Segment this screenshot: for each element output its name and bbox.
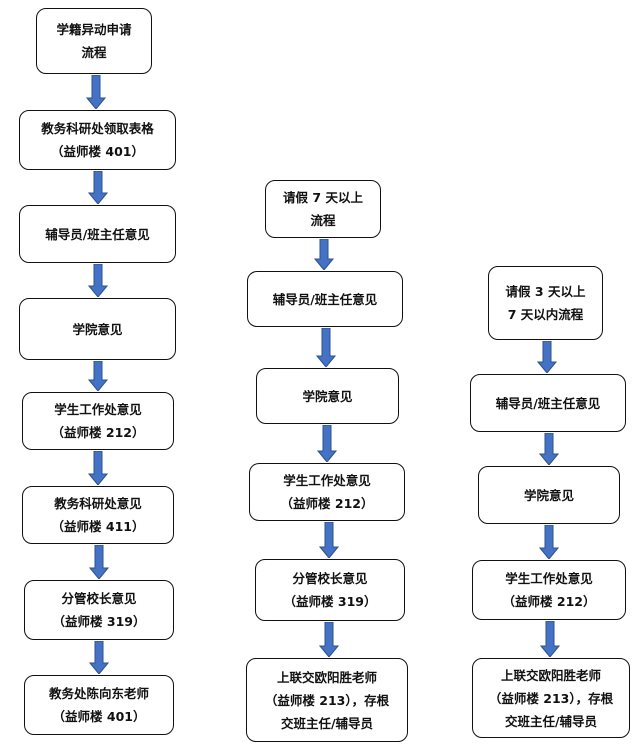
general-step-box: 辅导员/班主任意见 (19, 205, 176, 263)
step-label: 辅导员/班主任意见 (272, 291, 378, 307)
step-label: 教务处陈向东老师 (48, 686, 149, 701)
leave-over-7-days-step-box: 学生工作处意见 （益师楼 212） (249, 463, 405, 521)
step-label: 辅导员/班主任意见 (45, 226, 150, 242)
down-arrow-icon (316, 328, 336, 367)
down-arrow-icon (319, 522, 339, 558)
step-label: 学籍异动申请 (56, 22, 132, 37)
leave-3-to-7-days-step-box: 学院意见 (478, 466, 620, 524)
down-arrow-icon (317, 425, 337, 462)
down-arrow-icon (88, 171, 108, 204)
leave-3-to-7-days-step-box: 辅导员/班主任意见 (470, 374, 626, 432)
step-label: 流程 (81, 45, 107, 60)
step-label: 上联交欧阳胜老师 (500, 667, 601, 683)
step-label: （益师楼 213），存根 (488, 690, 614, 706)
general-step-box: 学籍异动申请流程 (36, 8, 152, 74)
leave-over-7-days-step-box: 学院意见 (256, 368, 399, 424)
step-label: 交班主任/辅导员 (504, 713, 598, 729)
down-arrow-icon (89, 545, 109, 579)
leave-3-to-7-days-step-box: 上联交欧阳胜老师 （益师楼 213），存根交班主任/辅导员 (472, 658, 630, 738)
general-step-box: 教务处陈向东老师 （益师楼 401） (24, 675, 174, 735)
step-label: （益师楼 401） (52, 709, 146, 724)
step-label: （益师楼 212） (502, 594, 596, 609)
step-label: 学院意见 (72, 321, 123, 337)
step-label: （益师楼 319） (283, 594, 377, 609)
step-label: （益师楼 213），存根 (264, 692, 390, 708)
step-label: 请假 7 天以上 (283, 190, 363, 205)
leave-over-7-days-step-box: 请假 7 天以上流程 (265, 180, 381, 238)
step-label: 7 天以内流程 (507, 307, 584, 322)
step-label: 分管校长意见 (292, 571, 368, 586)
step-label: （益师楼 401） (51, 144, 144, 159)
step-label: 分管校长意见 (61, 591, 137, 606)
step-label: 学院意见 (523, 487, 574, 503)
step-label: （益师楼 411） (51, 519, 145, 534)
step-label: 学生工作处意见 (505, 571, 593, 586)
general-step-box: 教务科研处领取表格 （益师楼 401） (19, 110, 176, 170)
leave-over-7-days-step-box: 分管校长意见 （益师楼 319） (255, 559, 405, 621)
down-arrow-icon (540, 621, 560, 657)
general-step-box: 学院意见 (19, 298, 176, 360)
down-arrow-icon (314, 239, 334, 270)
step-label: 辅导员/班主任意见 (495, 395, 601, 411)
down-arrow-icon (537, 341, 557, 373)
step-label: （益师楼 319） (52, 614, 146, 629)
down-arrow-icon (539, 525, 559, 559)
down-arrow-icon (88, 361, 108, 391)
step-label: 学生工作处意见 (283, 473, 371, 488)
step-label: 请假 3 天以上 (505, 284, 586, 299)
step-label: 流程 (310, 213, 336, 228)
step-label: 上联交欧阳胜老师 (276, 669, 377, 685)
down-arrow-icon (86, 75, 106, 109)
down-arrow-icon (539, 433, 559, 465)
step-label: 学生工作处意见 (54, 402, 142, 417)
general-step-box: 教务科研处意见 （益师楼 411） (22, 486, 174, 544)
down-arrow-icon (88, 264, 108, 297)
step-label: 交班主任/辅导员 (280, 715, 374, 731)
down-arrow-icon (319, 622, 339, 657)
down-arrow-icon (89, 641, 109, 674)
step-label: 学院意见 (302, 388, 353, 404)
general-step-box: 分管校长意见 （益师楼 319） (24, 580, 174, 640)
down-arrow-icon (88, 451, 108, 485)
general-step-box: 学生工作处意见 （益师楼 212） (22, 392, 174, 450)
step-label: （益师楼 212） (280, 496, 374, 511)
leave-3-to-7-days-step-box: 学生工作处意见 （益师楼 212） (472, 560, 626, 620)
step-label: （益师楼 212） (51, 425, 145, 440)
step-label: 教务科研处意见 (54, 496, 142, 511)
leave-over-7-days-step-box: 辅导员/班主任意见 (247, 271, 403, 327)
leave-3-to-7-days-step-box: 请假 3 天以上 7 天以内流程 (488, 266, 603, 340)
leave-over-7-days-step-box: 上联交欧阳胜老师 （益师楼 213），存根交班主任/辅导员 (246, 658, 408, 742)
step-label: 教务科研处领取表格 (41, 121, 154, 136)
